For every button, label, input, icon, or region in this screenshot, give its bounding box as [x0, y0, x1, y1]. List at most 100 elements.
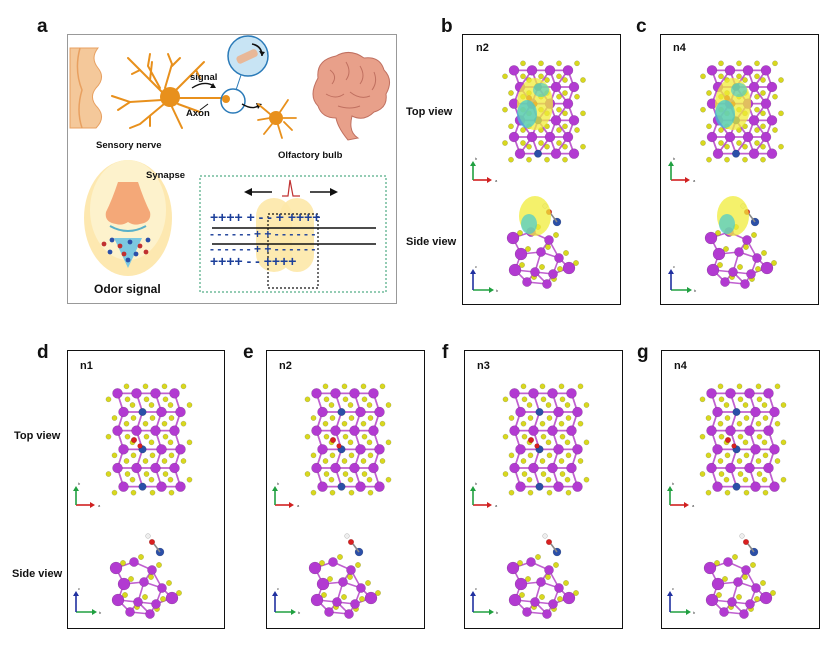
- metal-atom: [112, 462, 123, 474]
- metal-atom: [547, 425, 558, 436]
- axis-label: a: [495, 503, 498, 508]
- metal-atom: [724, 131, 736, 143]
- bond: [352, 543, 360, 553]
- sulfur-atom: [722, 576, 728, 582]
- sulfur-atom: [520, 420, 527, 427]
- sulfur-atom: [502, 73, 508, 80]
- sulfur-atom: [564, 439, 571, 446]
- metal-atom: [562, 131, 574, 143]
- metal-atom: [542, 279, 552, 289]
- metal-atom: [712, 148, 724, 159]
- sulfur-atom: [348, 415, 355, 421]
- metal-atom: [711, 577, 725, 591]
- sulfur-atom: [123, 420, 130, 427]
- oxygen-atom: [329, 436, 337, 444]
- metal-atom: [766, 81, 778, 93]
- label-signal: signal: [190, 72, 218, 83]
- sulfur-atom: [760, 90, 766, 96]
- metal-atom: [769, 444, 780, 455]
- metal-atom: [330, 425, 341, 436]
- metal-atom: [310, 593, 324, 607]
- metal-atom: [522, 277, 532, 287]
- metal-atom: [748, 81, 760, 93]
- sulfur-atom: [558, 383, 565, 390]
- nitrogen-atom: [533, 149, 543, 158]
- sulfur-atom: [705, 489, 712, 496]
- metal-atom: [131, 425, 142, 436]
- metal-atom: [311, 462, 322, 474]
- metal-atom: [769, 481, 780, 492]
- sulfur-atom: [573, 260, 579, 266]
- sulfur-atom: [379, 420, 386, 427]
- charge-density-cyan: [731, 83, 747, 97]
- sulfur-atom: [341, 383, 348, 390]
- axis-x-head: [487, 502, 492, 508]
- metal-atom: [703, 561, 717, 575]
- sulfur-atom: [337, 554, 343, 560]
- sulfur-atom: [583, 402, 590, 408]
- panel-b-name: n2: [476, 42, 489, 54]
- metal-atom: [133, 597, 143, 607]
- sulfur-atom: [724, 156, 730, 163]
- sulfur-atom: [772, 127, 778, 133]
- sulfur-atom: [328, 402, 335, 408]
- panel-letter-g: g: [637, 342, 649, 363]
- metal-atom: [344, 609, 354, 619]
- sulfur-atom: [700, 106, 706, 113]
- sulfur-atom: [743, 489, 750, 496]
- sulfur-atom: [148, 439, 155, 446]
- sulfur-atom: [724, 415, 731, 421]
- metal-atom: [175, 481, 186, 492]
- sulfur-atom: [699, 471, 706, 477]
- sulfur-atom: [142, 458, 149, 464]
- metal-atom: [744, 425, 755, 436]
- sulfur-atom: [348, 452, 355, 459]
- sulfur-atom: [186, 439, 193, 446]
- sulfur-atom: [699, 396, 706, 403]
- sulfur-atom: [322, 420, 329, 427]
- sulfur-atom: [544, 77, 550, 83]
- metal-atom: [169, 425, 180, 436]
- metal-atom: [712, 444, 723, 455]
- sulfur-atom: [544, 143, 550, 150]
- axis-b-head: [687, 287, 692, 293]
- metal-atom: [741, 565, 751, 575]
- sulfur-atom: [142, 420, 149, 427]
- sulfur-atom: [718, 471, 725, 477]
- sulfur-atom: [742, 402, 749, 408]
- metal-atom: [118, 444, 129, 455]
- sulfur-atom: [760, 580, 766, 586]
- sulfur-atom: [736, 140, 742, 146]
- metal-atom: [566, 388, 577, 399]
- sulfur-atom: [167, 402, 174, 408]
- axis-label: c: [673, 264, 675, 269]
- sulfur-atom: [717, 420, 724, 427]
- metal-atom: [118, 406, 129, 418]
- sulfur-atom: [355, 562, 361, 568]
- axis-label: a: [297, 503, 300, 508]
- metal-atom: [356, 583, 366, 593]
- sulfur-atom: [149, 489, 156, 496]
- sulfur-atom: [130, 415, 137, 421]
- sulfur-atom: [718, 60, 724, 67]
- sulfur-atom: [162, 433, 169, 440]
- oxygen-atom: [731, 443, 737, 449]
- charge-density-cyan: [719, 214, 735, 234]
- metal-atom: [751, 583, 761, 593]
- sulfur-atom: [168, 489, 175, 496]
- sulfur-atom: [772, 93, 778, 100]
- panel-letter-c: c: [636, 16, 647, 37]
- charge-density-cyan: [521, 214, 537, 234]
- metal-atom: [760, 131, 772, 143]
- sulfur-atom: [558, 458, 565, 464]
- sulfur-atom: [762, 415, 769, 421]
- axis-c-head: [470, 269, 476, 274]
- axis-y-head: [73, 486, 79, 491]
- sulfur-atom: [367, 415, 374, 421]
- sulfur-atom: [385, 476, 392, 483]
- metal-atom: [720, 277, 730, 287]
- metal-atom: [568, 115, 580, 126]
- sulfur-atom: [580, 110, 586, 117]
- metal-atom: [572, 444, 583, 455]
